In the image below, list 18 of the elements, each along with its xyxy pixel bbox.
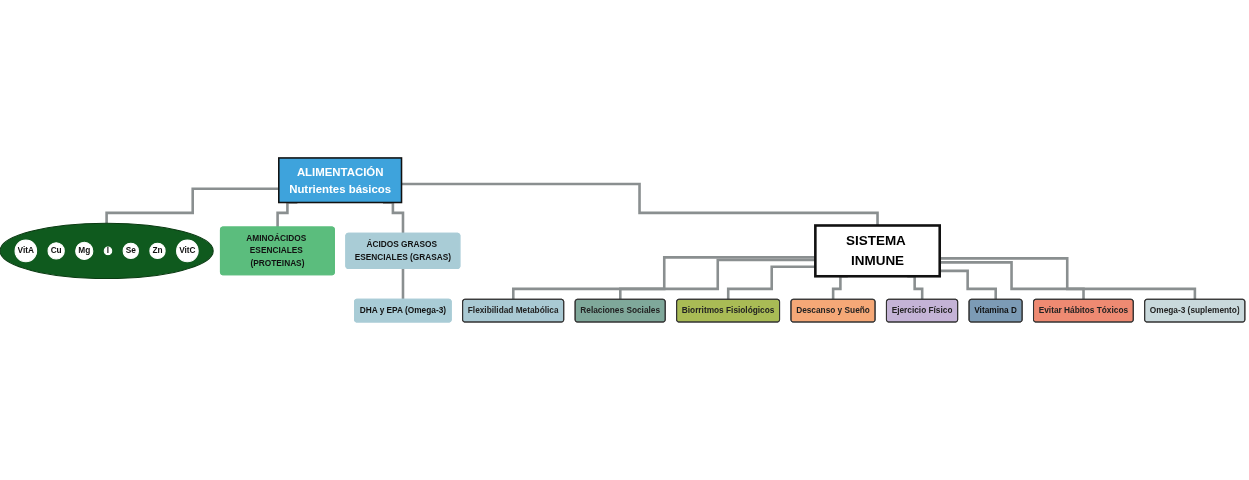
connector bbox=[401, 267, 405, 301]
node-circle: VitC bbox=[176, 239, 199, 263]
node-circle: Mg bbox=[75, 241, 94, 260]
node-circle: I bbox=[103, 246, 113, 256]
connector bbox=[939, 261, 1085, 301]
connector bbox=[105, 187, 279, 225]
node-box: SISTEMA INMUNE bbox=[814, 224, 941, 278]
connector bbox=[939, 269, 998, 301]
connector bbox=[512, 256, 816, 301]
connector bbox=[619, 258, 816, 301]
node-box: ALIMENTACIÓN Nutrientes básicos bbox=[278, 157, 403, 204]
connector bbox=[939, 257, 1197, 301]
node-circle: Se bbox=[122, 242, 139, 260]
connector bbox=[726, 265, 816, 301]
cluster bbox=[0, 222, 214, 280]
node-circle: VitA bbox=[14, 239, 38, 263]
node-circle: Zn bbox=[149, 242, 166, 260]
node-circle: Cu bbox=[47, 242, 65, 260]
